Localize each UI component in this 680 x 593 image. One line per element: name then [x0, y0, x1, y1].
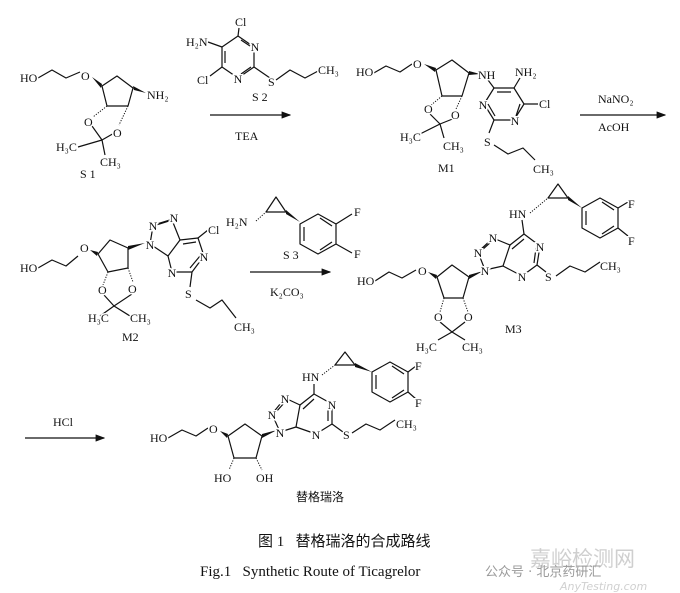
- atom-label: S: [545, 270, 552, 284]
- reagent-label: AcOH: [598, 120, 630, 134]
- reagent-label: TEA: [235, 129, 259, 143]
- compound-label: M1: [438, 161, 455, 175]
- atom-label: Cl: [208, 223, 220, 237]
- compound-s1: HO O NH₂ O O H₃C CH₃ S 1: [19, 68, 171, 182]
- compound-label: M2: [122, 330, 139, 344]
- compound-ticagrelor: HO O N N N HN F F N N S CH₃ HO OH 替格瑞洛: [149, 351, 424, 504]
- reagent-label: K₂CO₃: [270, 285, 304, 299]
- atom-label: O: [434, 310, 443, 324]
- atom-label: CH₃: [234, 320, 255, 334]
- atom-label: CH₃: [462, 340, 483, 354]
- atom-label: F: [628, 197, 635, 211]
- atom-label: N: [518, 270, 527, 284]
- atom-label: O: [209, 422, 218, 436]
- atom-label: N: [328, 398, 337, 412]
- compound-s2: Cl H₂N N N Cl S CH₃ S 2: [185, 14, 341, 105]
- atom-label: O: [424, 102, 433, 116]
- atom-label: H₃C: [416, 340, 437, 354]
- atom-label: CH₃: [318, 63, 339, 77]
- atom-label: CH₃: [396, 417, 417, 431]
- atom-label: H₂N: [186, 35, 208, 49]
- compound-label: S 1: [80, 167, 96, 181]
- atom-label: O: [81, 69, 90, 83]
- atom-label: O: [128, 282, 137, 296]
- atom-label: F: [354, 247, 361, 261]
- atom-label: CH₃: [100, 155, 121, 169]
- atom-label: HN: [509, 207, 527, 221]
- watermark-wechat: 公众号 · 北京药研汇: [485, 565, 601, 580]
- compound-label: S 2: [252, 90, 268, 104]
- reagent-label: NaNO₂: [598, 92, 634, 106]
- atom-label: NH₂: [515, 65, 537, 79]
- atom-label: CH₃: [533, 162, 554, 176]
- atom-label: Cl: [197, 73, 209, 87]
- atom-label: O: [418, 264, 427, 278]
- atom-label: N: [481, 264, 490, 278]
- atom-label: O: [113, 126, 122, 140]
- atom-label: NH₂: [147, 88, 169, 102]
- atom-label: S: [343, 428, 350, 442]
- atom-label: Cl: [539, 97, 551, 111]
- atom-label: N: [281, 392, 290, 406]
- atom-label: F: [628, 234, 635, 248]
- atom-label: N: [268, 408, 277, 422]
- atom-label: F: [415, 396, 422, 410]
- atom-label: N: [146, 238, 155, 252]
- atom-label: N: [251, 40, 260, 54]
- compound-label: M3: [505, 322, 522, 336]
- atom-label: H₂N: [226, 215, 248, 229]
- watermark-site-en: AnyTesting.com: [559, 580, 647, 593]
- atom-label: O: [451, 108, 460, 122]
- watermark-site-zh: 嘉峪检测网: [530, 547, 635, 571]
- atom-label: HO: [20, 71, 38, 85]
- atom-label: N: [474, 246, 483, 260]
- atom-label: HO: [20, 261, 38, 275]
- atom-label: Cl: [235, 15, 247, 29]
- atom-label: H₃C: [56, 140, 77, 154]
- atom-label: HO: [214, 471, 232, 485]
- atom-label: S: [484, 135, 491, 149]
- atom-label: N: [536, 240, 545, 254]
- atom-label: O: [84, 115, 93, 129]
- atom-label: HO: [356, 65, 374, 79]
- atom-label: CH₃: [443, 139, 464, 153]
- atom-label: O: [80, 241, 89, 255]
- atom-label: H₃C: [400, 130, 421, 144]
- atom-label: HN: [302, 370, 320, 384]
- compound-s3: H₂N F F S 3: [225, 196, 363, 263]
- compound-m3: HO O N N N HN F F N N S CH₃ O O H₃C CH₃ …: [356, 183, 637, 356]
- atom-label: CH₃: [600, 259, 621, 273]
- atom-label: NH: [478, 68, 496, 82]
- atom-label: CH₃: [130, 311, 151, 325]
- atom-label: S: [185, 287, 192, 301]
- figure-caption-en: Fig.1 Synthetic Route of Ticagrelor: [200, 564, 420, 580]
- atom-label: HO: [150, 431, 168, 445]
- atom-label: OH: [256, 471, 274, 485]
- atom-label: N: [170, 211, 179, 225]
- compound-m2: HO O N N N O O H₃C CH₃ Cl N N S CH₃ M2: [19, 210, 257, 345]
- atom-label: N: [479, 98, 488, 112]
- compound-label: S 3: [283, 248, 299, 262]
- atom-label: N: [312, 428, 321, 442]
- atom-label: HO: [357, 274, 375, 288]
- atom-label: H₃C: [88, 311, 109, 325]
- atom-label: O: [98, 283, 107, 297]
- atom-label: N: [168, 266, 177, 280]
- atom-label: O: [413, 57, 422, 71]
- atom-label: S: [268, 75, 275, 89]
- atom-label: N: [149, 219, 158, 233]
- figure-caption-zh: 图 1 替格瑞洛的合成路线: [258, 533, 431, 550]
- atom-label: O: [464, 310, 473, 324]
- atom-label: N: [234, 72, 243, 86]
- compound-label: 替格瑞洛: [296, 489, 344, 504]
- atom-label: N: [200, 250, 209, 264]
- atom-label: N: [276, 426, 285, 440]
- compound-m1: HO O NH O O H₃C CH₃ NH₂ Cl N N S CH₃ M1: [355, 56, 556, 178]
- atom-label: N: [511, 114, 520, 128]
- atom-label: F: [354, 205, 361, 219]
- atom-label: N: [489, 231, 498, 245]
- atom-label: F: [415, 359, 422, 373]
- reagent-label: HCl: [53, 415, 74, 429]
